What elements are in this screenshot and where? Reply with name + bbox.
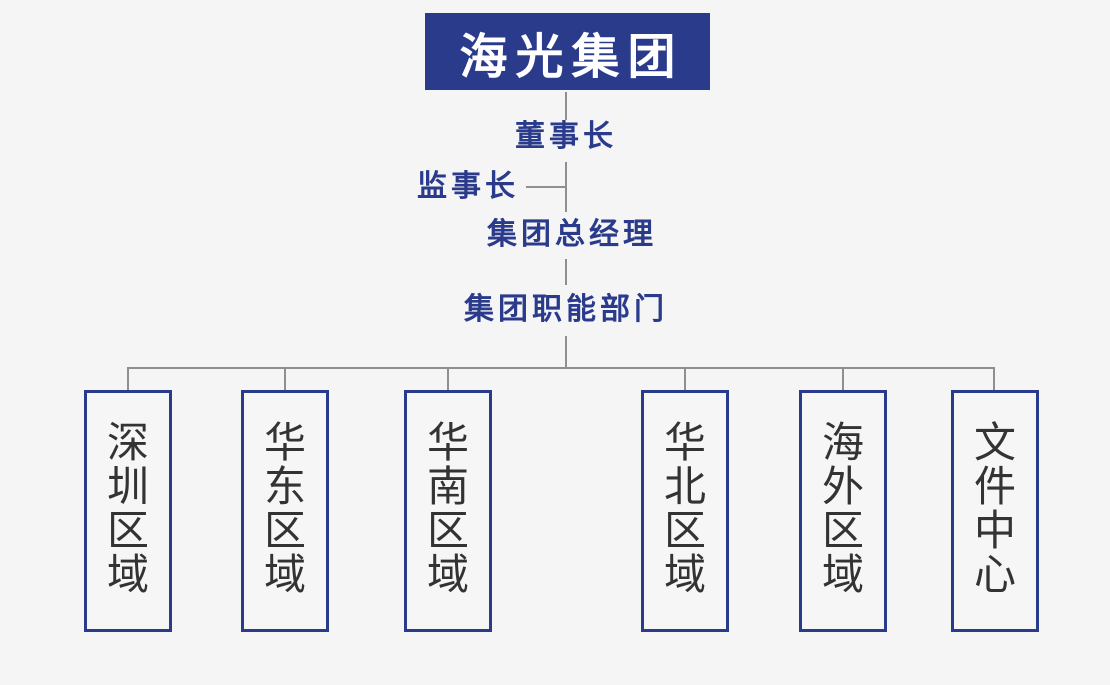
department-box-overseas-region: 海外区域 <box>799 390 887 632</box>
drop-line <box>447 367 449 390</box>
connector-line <box>565 92 567 120</box>
supervisor-node: 监事长 <box>417 170 519 203</box>
department-label: 海外区域 <box>821 419 864 598</box>
department-label: 深圳区域 <box>106 419 149 598</box>
department-label: 华南区域 <box>426 419 469 598</box>
functional-departments-node: 集团职能部门 <box>464 293 668 326</box>
drop-line <box>684 367 686 390</box>
general-manager-node: 集团总经理 <box>487 218 657 251</box>
drop-line <box>127 367 129 390</box>
department-label: 华东区域 <box>263 419 306 598</box>
department-label: 华北区域 <box>663 419 706 598</box>
department-box-north-china-region: 华北区域 <box>641 390 729 632</box>
horizontal-bus-line <box>128 367 994 369</box>
root-node: 海光集团 <box>425 13 710 90</box>
connector-line <box>565 162 567 212</box>
connector-line <box>565 336 567 368</box>
department-box-east-china-region: 华东区域 <box>241 390 329 632</box>
drop-line <box>842 367 844 390</box>
department-label: 文件中心 <box>973 419 1016 598</box>
supervisor-branch-line <box>526 186 566 188</box>
connector-line <box>565 259 567 285</box>
department-box-document-center: 文件中心 <box>951 390 1039 632</box>
chairman-node: 董事长 <box>515 120 617 153</box>
drop-line <box>993 367 995 390</box>
department-box-shenzhen-region: 深圳区域 <box>84 390 172 632</box>
drop-line <box>284 367 286 390</box>
department-box-south-china-region: 华南区域 <box>404 390 492 632</box>
